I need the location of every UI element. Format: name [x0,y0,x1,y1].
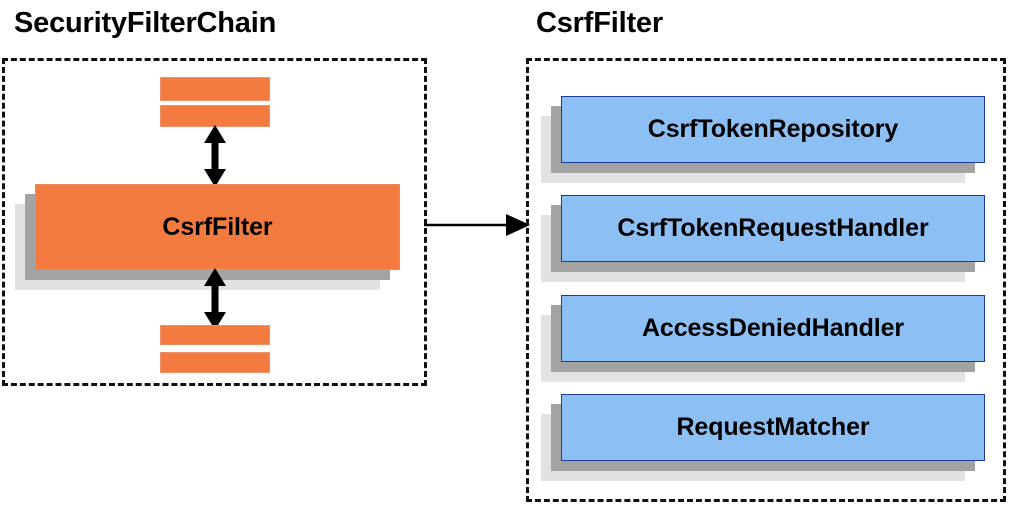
component-label: RequestMatcher [676,413,870,441]
component-face: CsrfTokenRequestHandler [561,195,985,262]
panel-security-filter-chain [2,58,427,386]
component-csrf-token-repository[interactable]: CsrfTokenRepository [541,96,985,183]
component-label: AccessDeniedHandler [641,314,905,342]
filter-bar-below-2 [160,352,270,373]
double-headed-arrow-above [204,125,226,187]
component-label: CsrfTokenRequestHandler [617,214,929,242]
component-csrf-token-request-handler[interactable]: CsrfTokenRequestHandler [541,195,985,282]
component-label: CsrfTokenRepository [647,115,899,143]
expansion-arrow [424,214,530,236]
component-face: CsrfFilter [35,184,400,270]
component-csrf-filter[interactable]: CsrfFilter [15,184,400,290]
component-label: CsrfFilter [162,212,273,241]
filter-bar-above-1 [160,77,270,101]
page-title-csrf-filter: CsrfFilter [536,7,663,39]
component-request-matcher[interactable]: RequestMatcher [541,394,985,481]
double-headed-arrow-below [204,268,226,330]
filter-bar-below-1 [160,325,270,345]
page-title-security-filter-chain: SecurityFilterChain [14,7,277,39]
filter-bar-above-2 [160,105,270,127]
component-face: RequestMatcher [561,394,985,461]
component-face: AccessDeniedHandler [561,295,985,362]
panel-csrf-filter [526,58,1006,502]
component-face: CsrfTokenRepository [561,96,985,163]
component-access-denied-handler[interactable]: AccessDeniedHandler [541,295,985,382]
